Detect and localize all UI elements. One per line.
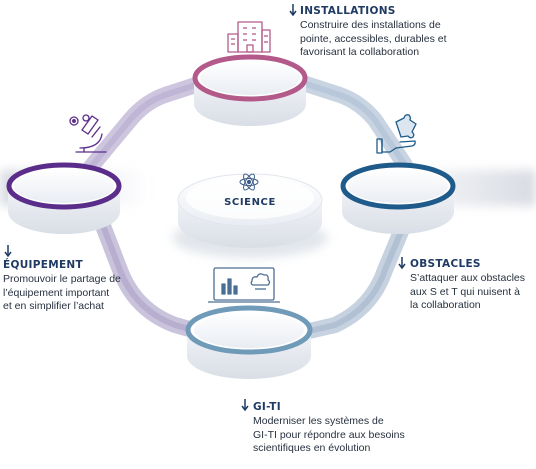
equipment-desc-line: Promouvoir le partage de (3, 273, 121, 285)
giti-title: GI-TI (253, 401, 281, 413)
center-disc (177, 173, 323, 248)
atom-icon (239, 173, 259, 191)
node-giti (185, 305, 313, 379)
giti-desc-line: scientifiques en évolution (253, 442, 371, 454)
giti-desc-line: GI-TI pour répondre aux besoins (253, 428, 405, 441)
installations-block: INSTALLATIONS Construire des installatio… (300, 5, 447, 60)
equipment-description: Promouvoir le partage de l’équipement im… (3, 273, 121, 314)
giti-block: GI-TI Moderniser les systèmes de GI-TI p… (253, 401, 405, 456)
microscope-icon (69, 114, 107, 153)
obstacles-block: OBSTACLES S’attaquer aux obstacles aux S… (410, 258, 525, 313)
obstacles-desc-line: la collaboration (410, 299, 481, 311)
equipment-title: ÉQUIPEMENT (3, 259, 83, 271)
connector-installations-equipment (82, 74, 213, 176)
node-equipment (6, 162, 122, 234)
arrow-installations (289, 4, 297, 17)
arrow-obstacles (398, 257, 406, 270)
arrow-equipment (4, 245, 12, 258)
giti-description: Moderniser les systèmes de GI-TI pour ré… (253, 415, 405, 456)
equipment-desc-line: et en simplifier l’achat (3, 300, 104, 312)
installations-description: Construire des installations de pointe, … (300, 19, 447, 60)
equipment-block: ÉQUIPEMENT Promouvoir le partage de l’éq… (3, 259, 121, 314)
obstacles-title: OBSTACLES (410, 258, 481, 270)
center-label: SCIENCE (224, 197, 276, 208)
installations-desc-line: favorisant la collaboration (300, 46, 420, 58)
giti-desc-line: Moderniser les systèmes de (253, 415, 384, 427)
obstacles-description: S’attaquer aux obstacles aux S et T qui … (410, 272, 525, 313)
building-icon (227, 21, 271, 53)
obstacles-desc-line: S’attaquer aux obstacles (410, 272, 525, 284)
puzzle-hand-icon (376, 114, 417, 154)
node-obstacles (340, 162, 456, 234)
equipment-desc-line: l’équipement important (3, 286, 110, 299)
node-installations (192, 54, 308, 126)
installations-title: INSTALLATIONS (300, 5, 396, 17)
installations-desc-line: pointe, accessibles, durables et (300, 32, 447, 45)
installations-desc-line: Construire des installations de (300, 19, 441, 31)
obstacles-desc-line: aux S et T qui nuisent à (410, 285, 520, 298)
arrow-giti (241, 399, 249, 412)
laptop-chart-icon (208, 267, 280, 303)
connectors (82, 74, 418, 340)
